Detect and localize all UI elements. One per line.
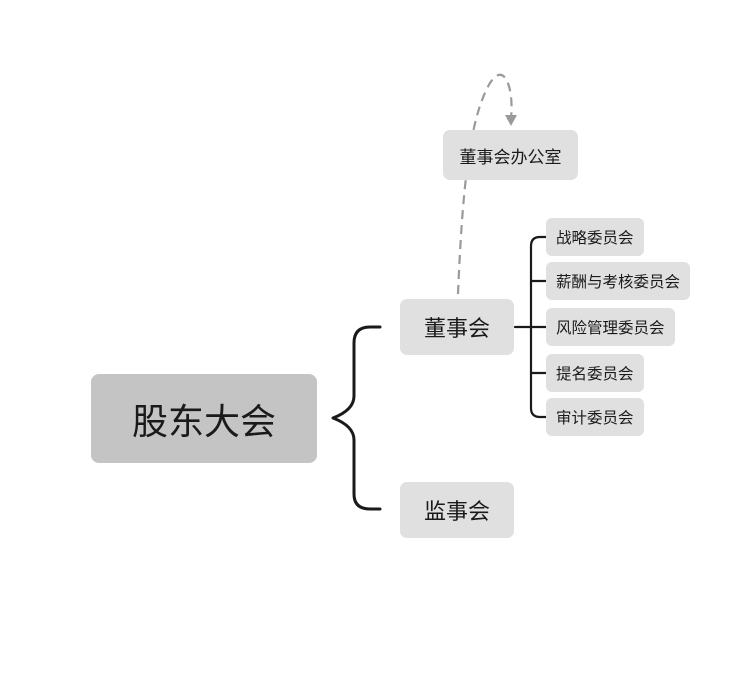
committee-node-compensation: 薪酬与考核委员会 xyxy=(546,262,691,300)
office-relation-connector xyxy=(456,74,513,295)
board-of-directors-label: 董事会 xyxy=(423,317,490,342)
supervisory-board-node: 监事会 xyxy=(400,482,514,538)
root-node-shareholders-meeting: 股东大会 xyxy=(91,374,317,463)
board-committees-connector xyxy=(513,235,548,419)
supervisory-board-label: 监事会 xyxy=(423,500,490,525)
root-brace-connector xyxy=(331,325,382,511)
office-relation-arrowhead xyxy=(505,115,517,126)
committee-node-nomination: 提名委员会 xyxy=(546,354,644,392)
committee-node-audit: 审计委员会 xyxy=(546,398,644,436)
committee-label: 薪酬与考核委员会 xyxy=(556,273,681,291)
committee-label: 提名委员会 xyxy=(556,365,634,383)
root-node-label: 股东大会 xyxy=(131,401,276,443)
committee-label: 风险管理委员会 xyxy=(556,319,665,337)
board-office-node: 董事会办公室 xyxy=(443,130,578,180)
committee-node-strategy: 战略委员会 xyxy=(546,218,644,256)
committee-label: 战略委员会 xyxy=(556,229,634,247)
committee-node-risk-management: 风险管理委员会 xyxy=(546,308,675,346)
committee-label: 审计委员会 xyxy=(556,409,634,427)
board-of-directors-node: 董事会 xyxy=(400,299,514,355)
board-office-label: 董事会办公室 xyxy=(459,147,562,168)
